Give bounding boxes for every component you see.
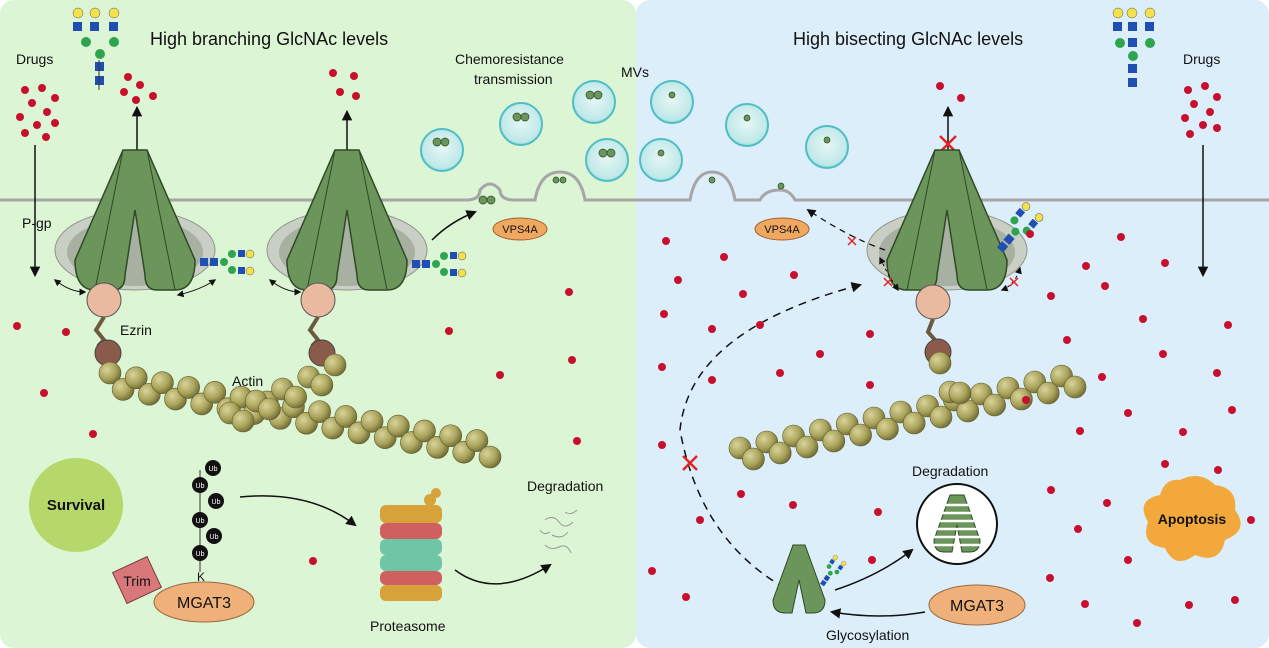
- mgat3-left-label: MGAT3: [177, 595, 231, 612]
- lysine-label: K: [197, 570, 205, 584]
- newly-synthesized-pgp: [772, 544, 826, 614]
- apoptosis-cell: [1143, 476, 1241, 562]
- left-title: High branching GlcNAc levels: [150, 29, 388, 49]
- pgp-ezrin-dashed-arrow: [879, 256, 899, 292]
- blocked-x-small-3: [1009, 277, 1019, 287]
- svg-text:Ub: Ub: [196, 551, 205, 558]
- left-scattered-drugs: [13, 288, 581, 565]
- blocked-x-small-2: [883, 277, 893, 287]
- svg-text:Ub: Ub: [196, 483, 205, 490]
- chemoresistance-label: Chemoresistance: [455, 51, 564, 67]
- pgp-ezrin-arrow-1: [53, 279, 87, 296]
- ubiquitin-chain: [192, 460, 224, 572]
- pgp-glycan-arrow-1: [176, 279, 217, 298]
- ezrin-2: [300, 282, 336, 367]
- glycosylation-label: Glycosylation: [826, 627, 909, 643]
- proteasome: [380, 488, 442, 601]
- blocked-vesicle-arrow: [806, 208, 886, 251]
- ezrin-1: [86, 282, 122, 367]
- pgp-ezrin-arrow-2: [268, 279, 302, 296]
- degradation-right-label: Degradation: [912, 463, 988, 479]
- survival-label: Survival: [47, 497, 105, 514]
- mvs-label: MVs: [621, 64, 649, 80]
- ezrin-label: Ezrin: [120, 322, 152, 338]
- right-scattered-drugs: [648, 230, 1255, 627]
- apoptosis-label: Apoptosis: [1158, 511, 1227, 527]
- cell-membrane: [0, 170, 1269, 202]
- right-drug-cluster: [1181, 82, 1221, 138]
- actin-label: Actin: [232, 373, 263, 389]
- blocked-x-small-1: [847, 236, 857, 246]
- pgp-label: P-gp: [22, 215, 52, 231]
- left-top-glycan: [72, 7, 120, 90]
- degraded-pgp: [933, 494, 981, 553]
- transmission-label: transmission: [474, 71, 553, 87]
- left-drugs-label: Drugs: [16, 51, 53, 67]
- degraded-fragments: [539, 509, 578, 554]
- mgat3-left: [153, 581, 255, 623]
- svg-text:Ub: Ub: [210, 534, 219, 541]
- glycosylation-arrow: [829, 608, 926, 619]
- degradation-left-label: Degradation: [527, 478, 603, 494]
- actin-filament-left: [98, 353, 502, 469]
- svg-text:Ub: Ub: [209, 466, 218, 473]
- vps4a-left-label: VPS4A: [502, 224, 538, 236]
- trafficking-blocked-x: [682, 455, 698, 471]
- proteasome-label: Proteasome: [370, 618, 446, 634]
- mgat3-right-label: MGAT3: [950, 598, 1004, 615]
- left-efflux-drugs-1: [120, 73, 157, 104]
- right-top-glycan: [1112, 7, 1156, 87]
- trim-label: Trim: [123, 573, 150, 589]
- to-proteasome-arrow: [239, 495, 357, 527]
- trim-protein: [111, 555, 163, 605]
- trafficking-dashed-arrow: [679, 282, 863, 589]
- svg-text:Ub: Ub: [196, 518, 205, 525]
- survival-node: [29, 458, 123, 552]
- vps4a-right-label: VPS4A: [764, 224, 800, 236]
- to-degradation-arrow-right: [834, 548, 914, 591]
- vesicle-pgp-cargo: [432, 90, 831, 205]
- right-panel: [636, 0, 1269, 648]
- left-efflux-drugs-2: [329, 69, 360, 100]
- pgp-to-membrane-arrow: [431, 210, 477, 241]
- right-drugs-label: Drugs: [1183, 51, 1220, 67]
- vps4a-right: [754, 217, 810, 241]
- mgat3-right: [928, 584, 1026, 626]
- svg-text:Ub: Ub: [212, 499, 221, 506]
- vps4a-left: [492, 217, 548, 241]
- to-degradation-arrow-left: [454, 563, 552, 585]
- right-efflux-drugs: [936, 82, 965, 102]
- left-drug-cluster: [16, 84, 59, 141]
- actin-filament-right: [728, 351, 1087, 471]
- right-title: High bisecting GlcNAc levels: [793, 29, 1023, 49]
- left-panel: [0, 0, 636, 648]
